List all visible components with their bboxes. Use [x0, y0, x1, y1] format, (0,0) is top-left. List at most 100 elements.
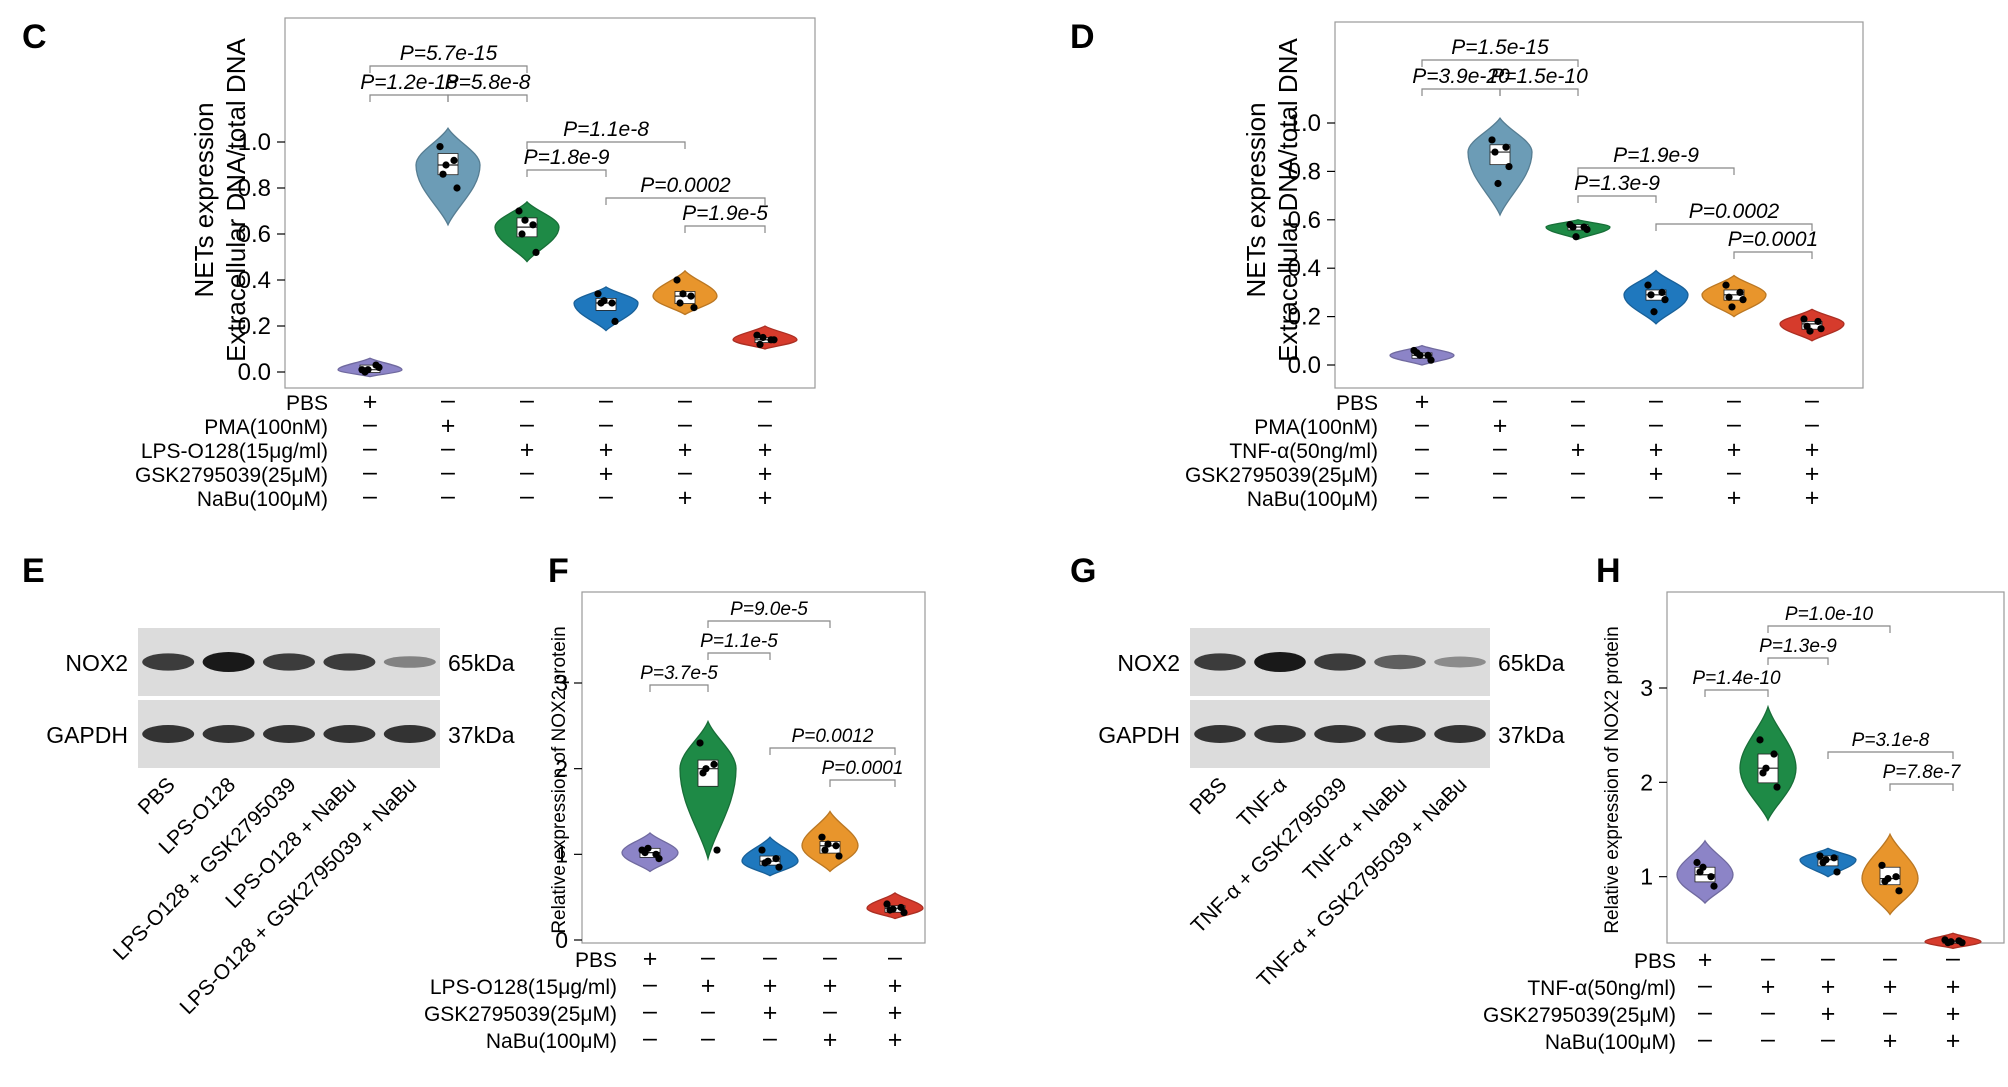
y-tick-label: 1.0	[238, 129, 271, 156]
significance-bracket	[1704, 689, 1769, 697]
treatment-label: NaBu(100μM)	[1545, 1031, 1676, 1054]
data-point	[883, 900, 891, 908]
data-point	[1736, 288, 1744, 296]
data-point	[1505, 162, 1513, 171]
y-tick-label: 1	[555, 841, 568, 867]
data-point	[1569, 223, 1577, 231]
blot-band	[263, 725, 315, 743]
data-point	[1658, 288, 1666, 296]
panel-letter: C	[22, 18, 47, 56]
treatment-sign: –	[599, 410, 613, 438]
p-value-label: P=1.0e-10	[1785, 604, 1874, 625]
data-point	[1693, 858, 1701, 867]
y-tick-label: 0.4	[1288, 255, 1321, 282]
data-point	[518, 230, 526, 238]
p-value-label: P=7.8e-7	[1883, 762, 1962, 783]
data-point	[600, 297, 608, 305]
blot-band	[1194, 725, 1246, 743]
treatment-sign: –	[643, 970, 657, 998]
data-point	[835, 852, 843, 860]
significance-bracket	[1421, 59, 1579, 67]
molecular-weight-label: 37kDa	[1498, 722, 1565, 748]
treatment-sign: –	[1415, 410, 1429, 438]
treatment-sign: +	[441, 412, 456, 440]
data-point	[375, 363, 383, 371]
p-value-label: P=1.5e-15	[1451, 36, 1549, 59]
data-point	[889, 905, 897, 913]
p-value-label: P=1.1e-8	[563, 118, 649, 141]
significance-bracket	[605, 197, 766, 205]
treatment-label: NaBu(100μM)	[197, 488, 328, 511]
p-value-label: P=1.2e-18	[360, 71, 458, 94]
treatment-sign: –	[701, 1024, 715, 1052]
y-tick-label: 0.8	[238, 175, 271, 202]
treatment-sign: +	[1883, 973, 1898, 1001]
blot-band	[202, 652, 255, 672]
treatment-sign: +	[823, 1026, 838, 1054]
treatment-label: LPS-O128(15μg/ml)	[430, 976, 617, 999]
data-point	[1427, 356, 1435, 364]
treatment-sign: –	[1698, 971, 1712, 999]
significance-bracket	[1889, 783, 1954, 791]
treatment-sign: +	[888, 972, 903, 1000]
blot-band	[1194, 653, 1246, 671]
treatment-sign: –	[1571, 410, 1585, 438]
data-point	[450, 156, 458, 164]
treatment-sign: –	[1571, 386, 1585, 414]
significance-bracket	[769, 747, 896, 755]
data-point	[1773, 783, 1781, 791]
y-tick-label: 0.6	[238, 221, 271, 248]
data-point	[644, 844, 652, 852]
treatment-sign: –	[1761, 944, 1775, 972]
treatment-sign: +	[1821, 973, 1836, 1001]
treatment-sign: –	[1493, 386, 1507, 414]
treatment-sign: +	[1761, 973, 1776, 1001]
band-label: GAPDH	[46, 722, 128, 748]
blot-band	[1314, 653, 1366, 671]
treatment-sign: +	[678, 484, 693, 512]
p-value-label: P=1.5e-10	[1490, 65, 1588, 88]
treatment-sign: –	[1821, 944, 1835, 972]
y-tick-label: 0.2	[1288, 304, 1321, 331]
y-tick-label: 1.0	[1288, 110, 1321, 137]
treatment-sign: +	[1805, 460, 1820, 488]
treatment-sign: –	[823, 997, 837, 1025]
treatment-sign: –	[1649, 410, 1663, 438]
treatment-sign: +	[1571, 436, 1586, 464]
blot-band	[323, 725, 376, 743]
treatment-sign: +	[1698, 946, 1713, 974]
y-tick-label: 0.0	[1288, 352, 1321, 379]
p-value-label: P=1.3e-9	[1574, 172, 1660, 195]
blot-band	[142, 653, 195, 671]
treatment-sign: –	[758, 410, 772, 438]
data-point	[436, 143, 444, 151]
treatment-sign: –	[1821, 1025, 1835, 1053]
data-point	[753, 331, 761, 339]
data-point	[453, 184, 461, 192]
data-point	[1650, 308, 1658, 316]
data-point	[824, 840, 832, 848]
significance-bracket	[649, 684, 709, 692]
blot-band	[1254, 725, 1306, 743]
treatment-sign: +	[1649, 436, 1664, 464]
treatment-sign: +	[1946, 973, 1961, 1001]
significance-bracket	[684, 225, 766, 233]
data-point	[821, 846, 829, 854]
band-label: NOX2	[1117, 650, 1180, 676]
p-value-label: P=3.9e-20	[1412, 65, 1510, 88]
treatment-sign: +	[1946, 1000, 1961, 1028]
treatment-sign: –	[1727, 458, 1741, 486]
p-value-label: P=1.8e-9	[524, 146, 610, 169]
treatment-sign: +	[823, 972, 838, 1000]
treatment-sign: –	[363, 458, 377, 486]
significance-bracket	[707, 620, 831, 628]
p-value-label: P=3.7e-5	[640, 663, 718, 684]
blot-band	[1434, 656, 1486, 668]
data-point	[1806, 327, 1814, 335]
treatment-sign: –	[1649, 482, 1663, 510]
significance-bracket	[526, 169, 607, 177]
treatment-label: TNF-α(50ng/ml)	[1527, 977, 1676, 1000]
data-point	[900, 908, 908, 917]
treatment-sign: –	[1805, 410, 1819, 438]
